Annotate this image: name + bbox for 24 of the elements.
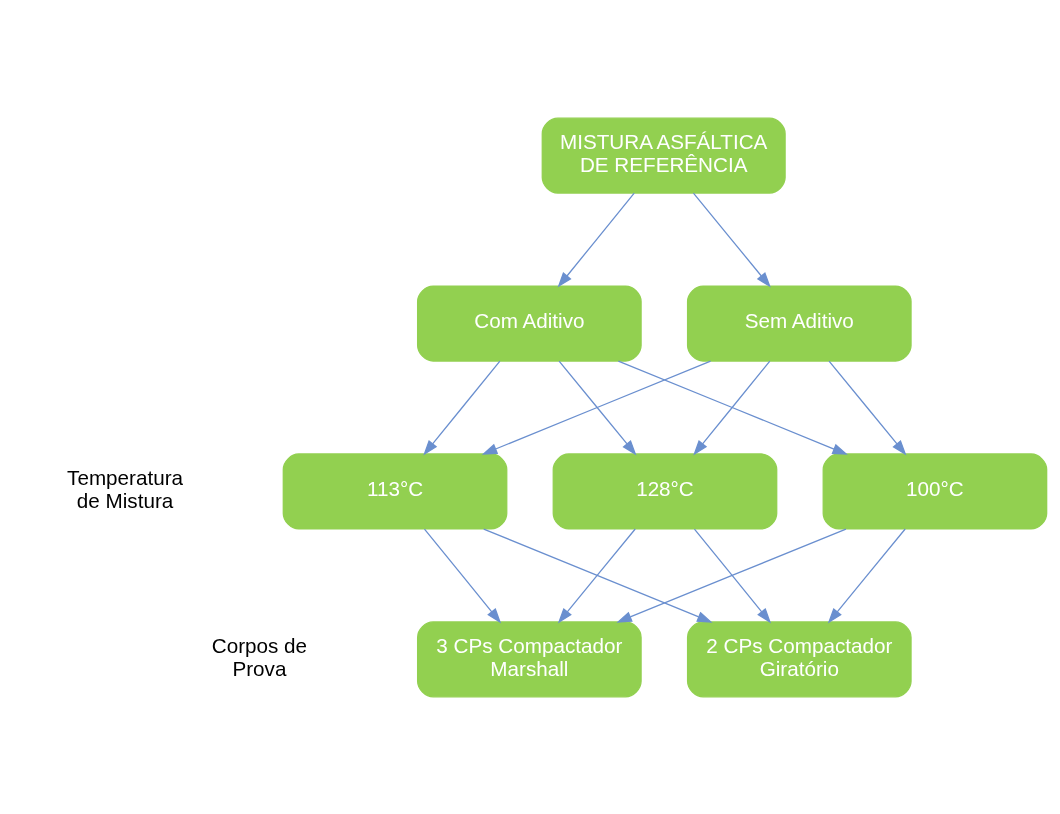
label: Corpos de Prova bbox=[211, 633, 308, 680]
arrow bbox=[423, 359, 501, 455]
arrow bbox=[828, 359, 907, 455]
arrow bbox=[693, 527, 772, 623]
arrow bbox=[423, 527, 502, 623]
arrow bbox=[616, 527, 847, 623]
node-box: MISTURA ASFÁLTICA DE REFERÊNCIA bbox=[541, 117, 786, 194]
node-box: 128°C bbox=[552, 452, 778, 530]
arrow bbox=[481, 359, 712, 455]
node-box: Sem Aditivo bbox=[686, 284, 912, 362]
node-box: 2 CPs Compactador Giratório bbox=[686, 620, 912, 697]
arrow bbox=[483, 527, 713, 623]
node-box: Com Aditivo bbox=[416, 284, 642, 362]
arrow bbox=[693, 359, 771, 455]
node-box: 100°C bbox=[822, 452, 1048, 530]
arrow bbox=[557, 192, 635, 288]
arrow bbox=[827, 527, 906, 623]
arrow bbox=[557, 527, 636, 623]
label: Temperatura de Mistura bbox=[67, 465, 184, 512]
node-box: 113°C bbox=[282, 452, 508, 530]
node-box: 3 CPs Compactador Marshall bbox=[416, 620, 642, 697]
arrow bbox=[617, 359, 848, 455]
arrow bbox=[558, 359, 637, 455]
arrow bbox=[692, 192, 771, 288]
